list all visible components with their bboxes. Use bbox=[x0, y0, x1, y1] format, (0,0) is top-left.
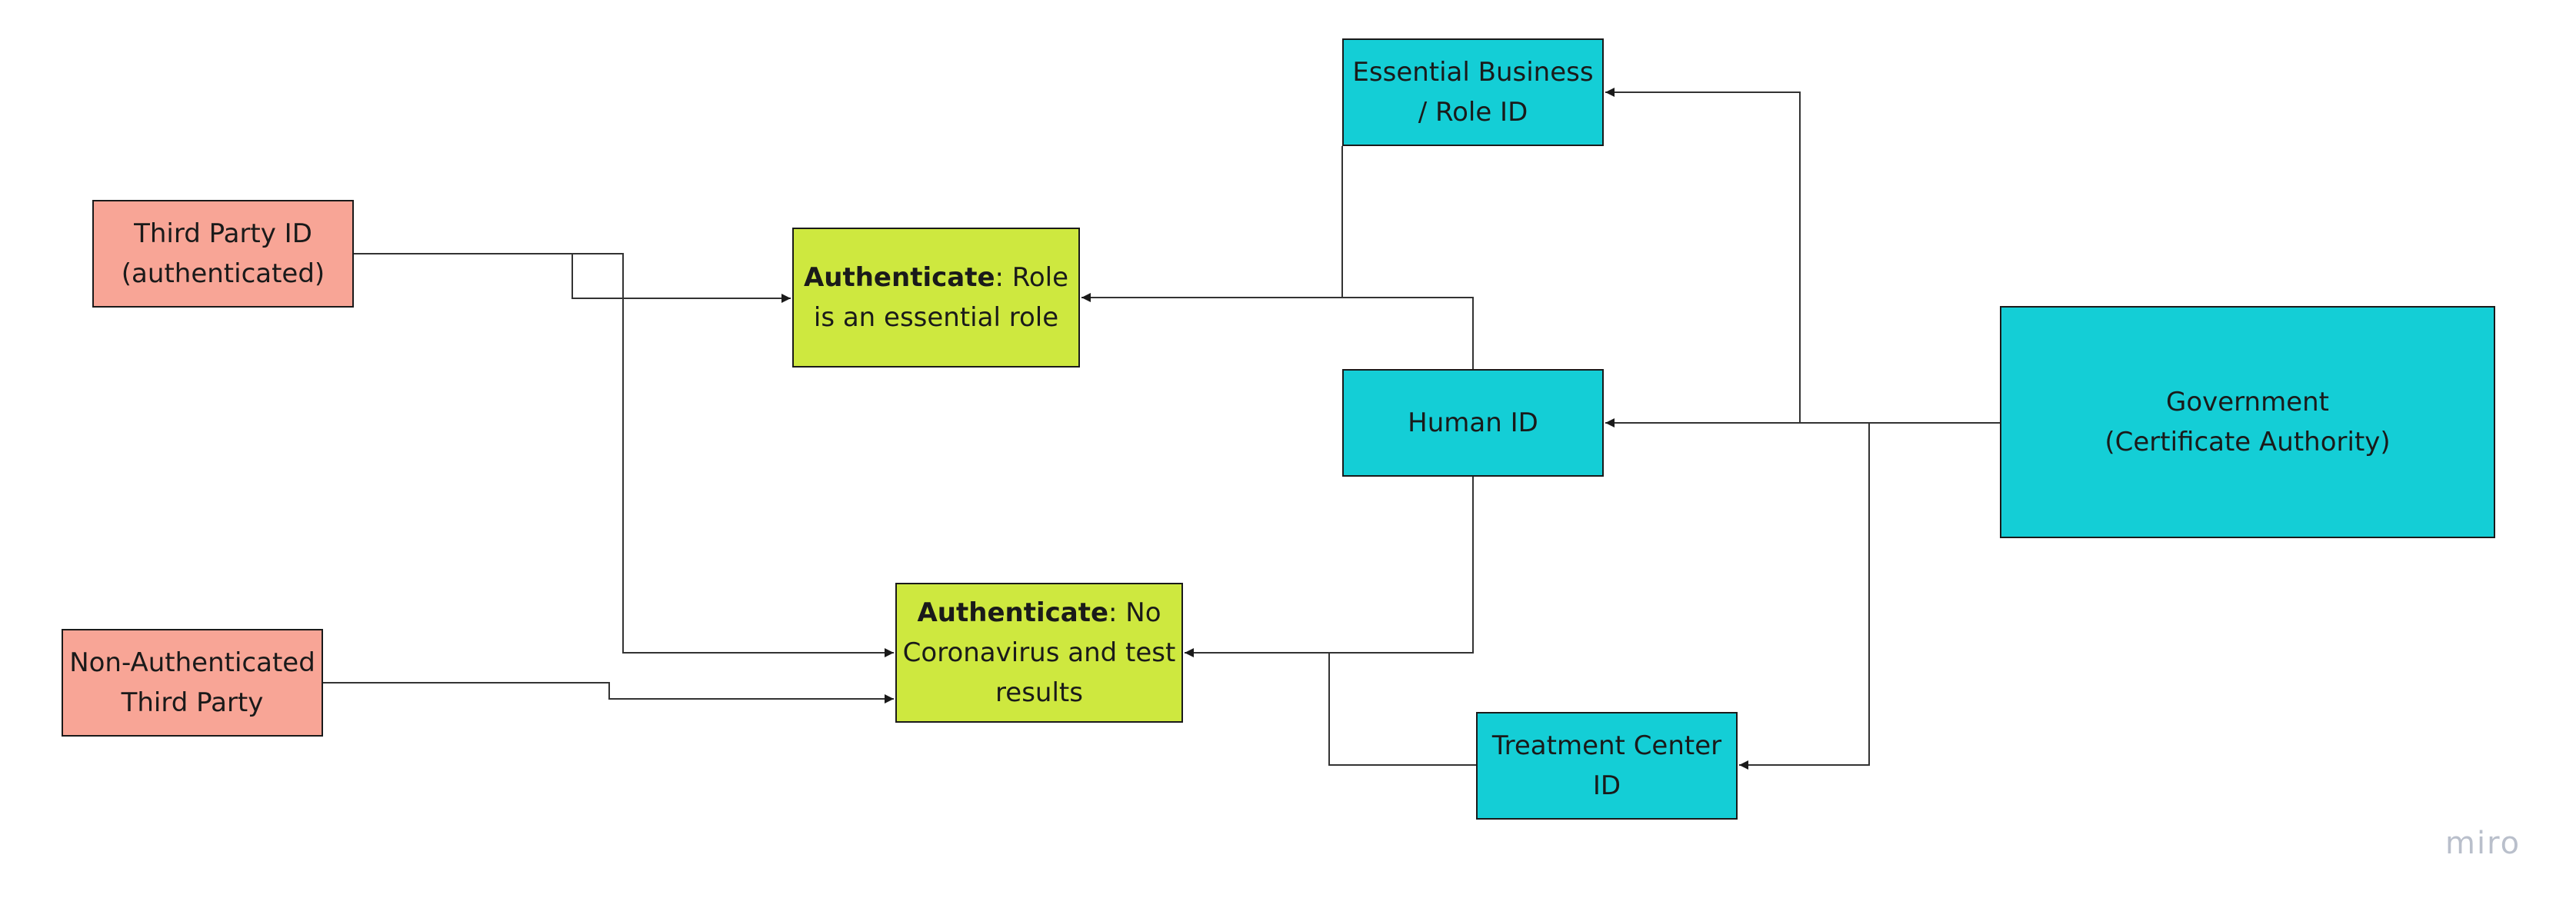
connector-government-to-essential bbox=[1605, 88, 1801, 423]
auth-role-line1: Authenticate: Role bbox=[804, 258, 1068, 298]
non-authenticated-third-party-box: Non-Authenticated Third Party bbox=[62, 629, 323, 737]
auth-role-keyword: Authenticate bbox=[803, 262, 995, 293]
auth-covid-line2: Coronavirus and test bbox=[902, 637, 1176, 668]
connector-human-to-auth-role bbox=[1342, 297, 1474, 369]
connector-third-party-to-auth-covid bbox=[572, 253, 894, 657]
auth-covid-line1: Authenticate: No bbox=[903, 593, 1176, 633]
third-party-id-line2: (authenticated) bbox=[121, 258, 325, 289]
non-auth-line2: Third Party bbox=[121, 687, 264, 718]
government-line1: Government bbox=[2165, 387, 2330, 417]
essential-business-role-id-box: Essential Business / Role ID bbox=[1342, 38, 1604, 146]
essential-line1: Essential Business bbox=[1352, 57, 1594, 88]
treatment-line2: ID bbox=[1592, 770, 1621, 801]
auth-covid-line3: results bbox=[995, 677, 1083, 708]
auth-covid-keyword: Authenticate bbox=[917, 597, 1109, 628]
connector-essential-to-auth-role bbox=[1081, 146, 1343, 302]
connector-non-auth-to-auth-covid bbox=[323, 682, 894, 703]
authenticate-covid-box: Authenticate: No Coronavirus and test re… bbox=[895, 583, 1183, 723]
auth-covid-line1-rest: : No bbox=[1108, 597, 1161, 628]
government-line2: (Certificate Authority) bbox=[2104, 427, 2391, 457]
auth-role-line2: is an essential role bbox=[813, 302, 1059, 333]
third-party-id-line1: Third Party ID bbox=[134, 218, 312, 249]
human-id-label: Human ID bbox=[1408, 407, 1538, 438]
authenticate-role-box: Authenticate: Role is an essential role bbox=[792, 228, 1080, 368]
treatment-center-id-box: Treatment Center ID bbox=[1476, 712, 1738, 820]
non-auth-line1: Non-Authenticated bbox=[69, 647, 315, 678]
essential-line2: / Role ID bbox=[1418, 97, 1528, 128]
connector-human-to-auth-covid bbox=[1185, 477, 1474, 657]
auth-role-line1-rest: : Role bbox=[995, 262, 1069, 293]
miro-logo: miro bbox=[2445, 826, 2521, 861]
treatment-line1: Treatment Center bbox=[1491, 730, 1722, 761]
connector-government-to-treatment bbox=[1739, 423, 1870, 770]
government-certificate-authority-box: Government (Certificate Authority) bbox=[2000, 306, 2495, 538]
third-party-id-box: Third Party ID (authenticated) bbox=[92, 200, 354, 308]
connector-third-party-to-auth-role bbox=[354, 253, 791, 303]
human-id-box: Human ID bbox=[1342, 369, 1604, 477]
connector-treatment-to-auth-covid bbox=[1328, 653, 1476, 766]
